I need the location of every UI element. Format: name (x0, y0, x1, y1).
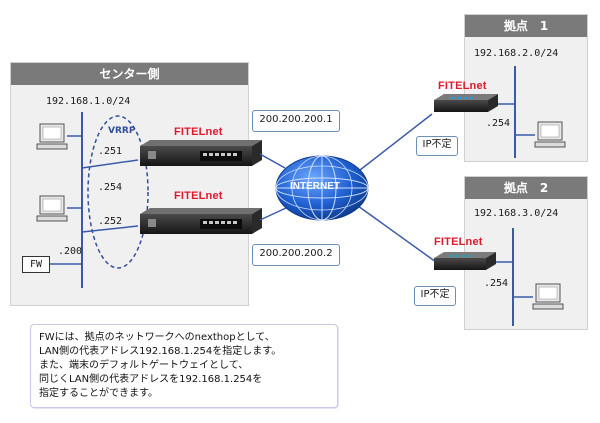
site1-panel: 拠点 1 (464, 14, 588, 162)
fw-box: FW (22, 256, 50, 273)
site2-lan-addr: .254 (484, 278, 509, 289)
router-2-brand: FITELnet (174, 190, 223, 202)
site1-ip-note: IP不定 (416, 136, 458, 156)
center-title: センター側 (11, 63, 248, 85)
site1-router-brand: FITELnet (438, 80, 487, 92)
router-2-icon (140, 208, 262, 234)
site2-panel: 拠点 2 (464, 176, 588, 330)
site1-subnet-label: 192.168.2.0/24 (474, 48, 559, 59)
note-line-2: LAN側の代表アドレス192.168.1.254を指定します。 (39, 346, 282, 357)
router-2-wan-callout: 200.200.200.2 (252, 244, 340, 266)
note-line-4: 同じくLAN側の代表アドレスを192.168.1.254を (39, 374, 263, 385)
explanation-note: FWには、拠点のネットワークへのnexthopとして、 LAN側の代表アドレス1… (30, 324, 338, 408)
internet-globe-icon (275, 155, 369, 221)
note-line-5: 指定することができます。 (39, 388, 158, 399)
site1-lan-addr: .254 (486, 118, 511, 129)
vrrp-group-ellipse (87, 115, 149, 269)
site2-ip-note: IP不定 (414, 286, 456, 306)
addr-252-label: .252 (98, 216, 123, 227)
router-1-brand: FITELnet (174, 126, 223, 138)
pc-icon (36, 195, 68, 222)
note-line-1: FWには、拠点のネットワークへのnexthopとして、 (39, 332, 275, 343)
site2-title: 拠点 2 (465, 177, 587, 199)
addr-254-label: .254 (98, 182, 123, 193)
router-1-wan-callout: 200.200.200.1 (252, 110, 340, 132)
site1-router-icon (434, 94, 498, 112)
pc-icon (36, 123, 68, 150)
vrrp-label: VRRP (108, 126, 136, 136)
site1-title: 拠点 1 (465, 15, 587, 37)
router-1-icon (140, 140, 262, 166)
site2-subnet-label: 192.168.3.0/24 (474, 208, 559, 219)
site2-router-icon (434, 252, 496, 270)
center-subnet-label: 192.168.1.0/24 (46, 96, 131, 107)
addr-251-label: .251 (98, 146, 123, 157)
site2-router-brand: FITELnet (434, 236, 483, 248)
pc-icon (532, 283, 564, 310)
pc-icon (534, 121, 566, 148)
addr-200-label: .200 (58, 246, 83, 257)
note-line-3: また、端末のデフォルトゲートウェイとして、 (39, 360, 249, 371)
internet-label: INTERNET (290, 181, 340, 192)
